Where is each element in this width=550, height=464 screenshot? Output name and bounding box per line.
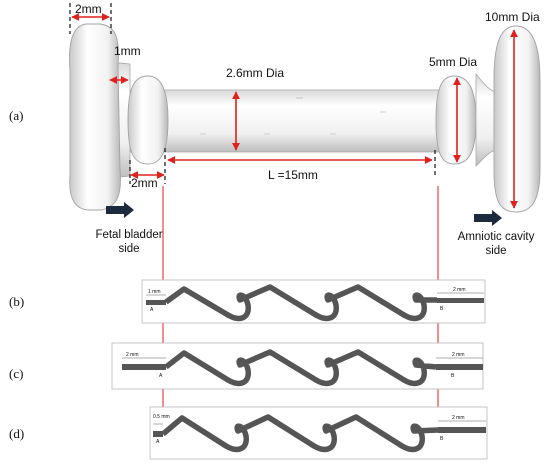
strip-b bbox=[141, 279, 486, 324]
gap-label: 1mm bbox=[114, 44, 141, 58]
strip-b-right-tab bbox=[437, 298, 484, 303]
strip-b-zigzag bbox=[164, 284, 437, 322]
strip-d-end-a: A bbox=[156, 439, 160, 445]
outer-flange-diameter-label: 10mm Dia bbox=[485, 10, 540, 24]
panel-label-d: (d) bbox=[9, 426, 25, 441]
strip-b-right-dim: 2 mm bbox=[453, 287, 466, 293]
right-outer-flange bbox=[493, 25, 541, 213]
outer-flange-width-label: 2mm bbox=[75, 2, 102, 16]
panel-label-b: (b) bbox=[9, 294, 25, 309]
strip-d-left-dim: 0.5 mm bbox=[153, 414, 170, 420]
dimension-arrows bbox=[71, 13, 518, 209]
right-inner-flange bbox=[435, 75, 477, 165]
fetal-direction-arrow bbox=[106, 202, 134, 218]
strip-d-right-tab bbox=[438, 427, 486, 433]
stent-model bbox=[69, 23, 541, 213]
strip-d-end-b: B bbox=[440, 436, 444, 442]
length-label: L =15mm bbox=[268, 168, 318, 182]
strip-b-end-b: B bbox=[440, 306, 444, 312]
strip-c-left-dim: 2 mm bbox=[126, 352, 139, 358]
strip-c-end-a: A bbox=[159, 373, 163, 379]
stent-body bbox=[129, 89, 451, 153]
strip-c-zigzag bbox=[164, 349, 437, 387]
inner-flange-width-label: 2mm bbox=[131, 176, 158, 190]
strip-c-left-tab bbox=[122, 364, 166, 370]
left-outer-flange bbox=[69, 23, 121, 211]
strip-c-right-tab bbox=[436, 364, 483, 370]
amniotic-side-label: Amniotic cavity side bbox=[457, 231, 535, 257]
body-diameter-label: 2.6mm Dia bbox=[226, 66, 285, 80]
strip-c-right-dim: 2 mm bbox=[452, 352, 465, 358]
panel-label-c: (c) bbox=[9, 366, 24, 381]
strip-d bbox=[149, 406, 488, 460]
strip-b-left-tab bbox=[146, 300, 166, 305]
strip-d-zigzag bbox=[161, 414, 439, 453]
amniotic-direction-arrow bbox=[474, 210, 502, 226]
strip-b-end-a: A bbox=[150, 307, 154, 313]
strip-d-left-tab bbox=[153, 431, 163, 437]
strip-b-left-dim: 1 mm bbox=[148, 289, 161, 295]
strip-d-right-dim: 2 mm bbox=[452, 415, 465, 421]
left-inner-flange bbox=[127, 75, 169, 165]
extension-lines bbox=[69, 3, 436, 184]
strip-c-end-b: B bbox=[451, 373, 455, 379]
direction-arrows bbox=[106, 202, 502, 226]
strip-c bbox=[111, 342, 484, 390]
fetal-side-label: Fetal bladder side bbox=[95, 229, 163, 255]
inner-flange-diameter-label: 5mm Dia bbox=[429, 55, 478, 69]
panel-label-a: (a) bbox=[9, 108, 24, 123]
